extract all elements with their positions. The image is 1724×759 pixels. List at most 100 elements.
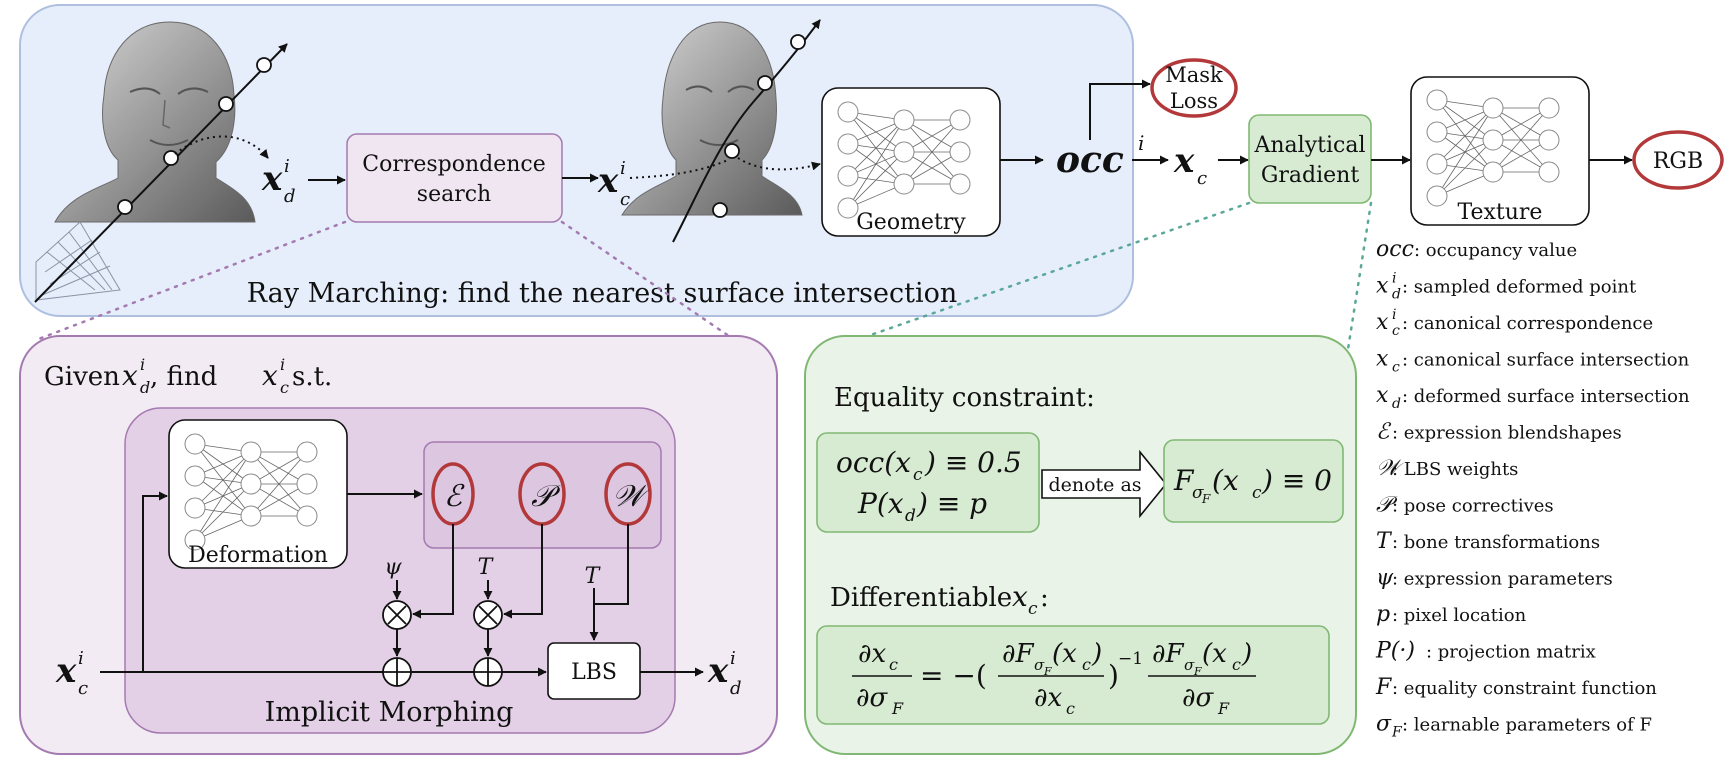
multiply-node-1 — [382, 600, 412, 630]
svg-text:∂σ: ∂σ — [1182, 683, 1214, 713]
svg-text:x: x — [1012, 580, 1028, 613]
svg-text:F: F — [1375, 675, 1392, 700]
svg-text:x: x — [1173, 141, 1195, 181]
svg-text:Deformation: Deformation — [188, 543, 328, 568]
mask-loss-circle — [1150, 58, 1238, 118]
svg-text:Geometry: Geometry — [856, 210, 966, 235]
arrow-e-to-multiply — [412, 524, 454, 619]
svg-text:): ) — [1091, 639, 1102, 669]
head-image-deformed — [54, 21, 256, 223]
camera-icon — [35, 221, 121, 301]
svg-text:: LBS weights: : LBS weights — [1392, 459, 1518, 480]
constraint-function: F σ F (x c ) ≡ 0 — [1173, 464, 1332, 506]
ray-1 — [34, 43, 288, 303]
ray-marching-title: Ray Marching: find the nearest surface i… — [247, 278, 958, 309]
svg-text:): ) — [1241, 639, 1252, 669]
rgb-circle — [1632, 130, 1724, 190]
svg-text:i: i — [620, 158, 626, 179]
svg-text:c: c — [620, 189, 630, 210]
svg-text:F: F — [1217, 699, 1230, 718]
svg-text:: occupancy value: : occupancy value — [1414, 240, 1577, 261]
t-symbol-1: T — [478, 555, 495, 580]
dotted-arrow-3 — [737, 157, 821, 171]
add-node-1 — [382, 657, 412, 687]
svg-text:: learnable parameters of F: : learnable parameters of F — [1402, 715, 1652, 736]
svg-text:search: search — [417, 182, 491, 207]
svg-text:Analytical: Analytical — [1254, 133, 1366, 158]
svg-text:∂F: ∂F — [1152, 639, 1184, 669]
constraint-function-box — [1163, 439, 1344, 523]
deformation-nn-icon — [184, 433, 318, 551]
svg-text:Differentiable: Differentiable — [830, 583, 1012, 613]
gradient-equation: ∂x c ∂σ F = −( ∂F σ F (x c ) ∂x c ) −1 ∂… — [852, 639, 1256, 718]
svg-text:Correspondence: Correspondence — [362, 152, 546, 177]
svg-text:x: x — [597, 161, 619, 201]
svg-text:occ: occ — [1056, 139, 1124, 181]
xd-label: x i d — [261, 156, 296, 207]
svg-text:F: F — [1043, 665, 1052, 678]
svg-text:i: i — [280, 355, 285, 374]
ray-2-samples — [712, 34, 806, 218]
svg-text:∂x: ∂x — [1034, 683, 1062, 713]
svg-text:c: c — [1232, 655, 1241, 674]
svg-text:: bone transformations: : bone transformations — [1392, 532, 1600, 553]
svg-text:c: c — [913, 465, 923, 485]
deformation-network: Deformation — [168, 419, 348, 569]
svg-text:F: F — [891, 699, 904, 718]
svg-text:d: d — [284, 186, 296, 207]
occ-label: occ i — [1056, 131, 1144, 181]
svg-text:d: d — [730, 678, 742, 699]
svg-text:: pixel location: : pixel location — [1392, 605, 1527, 626]
xc-label: x i c — [597, 158, 630, 210]
svg-text:) ≡ p: ) ≡ p — [916, 487, 987, 520]
svg-text:Gradient: Gradient — [1261, 163, 1360, 188]
connector-gradient-right — [1344, 201, 1373, 364]
svg-text:d: d — [1392, 396, 1401, 412]
svg-text:s.t.: s.t. — [292, 362, 332, 392]
legend-item: P(·): projection matrix — [1375, 639, 1596, 664]
legend-item: 𝒫: pose correctives — [1376, 493, 1554, 518]
svg-text:c: c — [889, 655, 898, 674]
svg-text:c: c — [1392, 360, 1400, 376]
gradient-equation-box — [816, 625, 1330, 725]
svg-text:: sampled deformed point: : sampled deformed point — [1402, 277, 1637, 298]
geometry-network: Geometry — [821, 87, 1001, 237]
svg-text:∂F: ∂F — [1002, 639, 1034, 669]
texture-network: Texture — [1410, 76, 1590, 226]
legend-item: p: pixel location — [1376, 602, 1527, 627]
constraint-box — [816, 432, 1040, 533]
svg-text:x: x — [122, 359, 138, 392]
multiply-node-2 — [473, 600, 503, 630]
svg-text:occ: occ — [1376, 237, 1414, 262]
svg-text:F: F — [1201, 492, 1211, 506]
svg-text:p: p — [1376, 602, 1390, 627]
svg-text:c: c — [1028, 599, 1038, 619]
arrow-occ-to-mask — [1089, 79, 1151, 140]
svg-text:d: d — [1392, 287, 1401, 303]
svg-text:x: x — [262, 359, 278, 392]
svg-text:(x: (x — [1202, 639, 1227, 669]
legend-item: 𝒲: LBS weights — [1376, 456, 1518, 481]
ray-1-samples — [117, 57, 272, 215]
svg-text:P(x: P(x — [857, 487, 904, 520]
svg-text:): ) — [1108, 659, 1119, 692]
xc-surface-label: x c — [1173, 141, 1207, 189]
svg-text:x: x — [707, 651, 729, 691]
svg-text:(x: (x — [1052, 639, 1077, 669]
svg-text:: equality constraint function: : equality constraint function — [1392, 678, 1657, 699]
psi-symbol: ψ — [384, 555, 402, 580]
svg-text:x: x — [1376, 274, 1389, 299]
svg-text:−1: −1 — [1118, 649, 1143, 669]
constraint-equations: occ(x c ) ≡ 0.5 P(x d ) ≡ p — [836, 446, 1022, 526]
svg-text:i: i — [1392, 307, 1396, 323]
svg-text:: deformed surface intersectio: : deformed surface intersection — [1402, 386, 1690, 407]
svg-text:i: i — [140, 355, 145, 374]
denote-as-arrow: denote as — [1041, 449, 1168, 519]
svg-text:x: x — [1376, 310, 1389, 335]
svg-text:σ: σ — [1192, 483, 1204, 503]
texture-nn-icon — [1426, 89, 1560, 207]
